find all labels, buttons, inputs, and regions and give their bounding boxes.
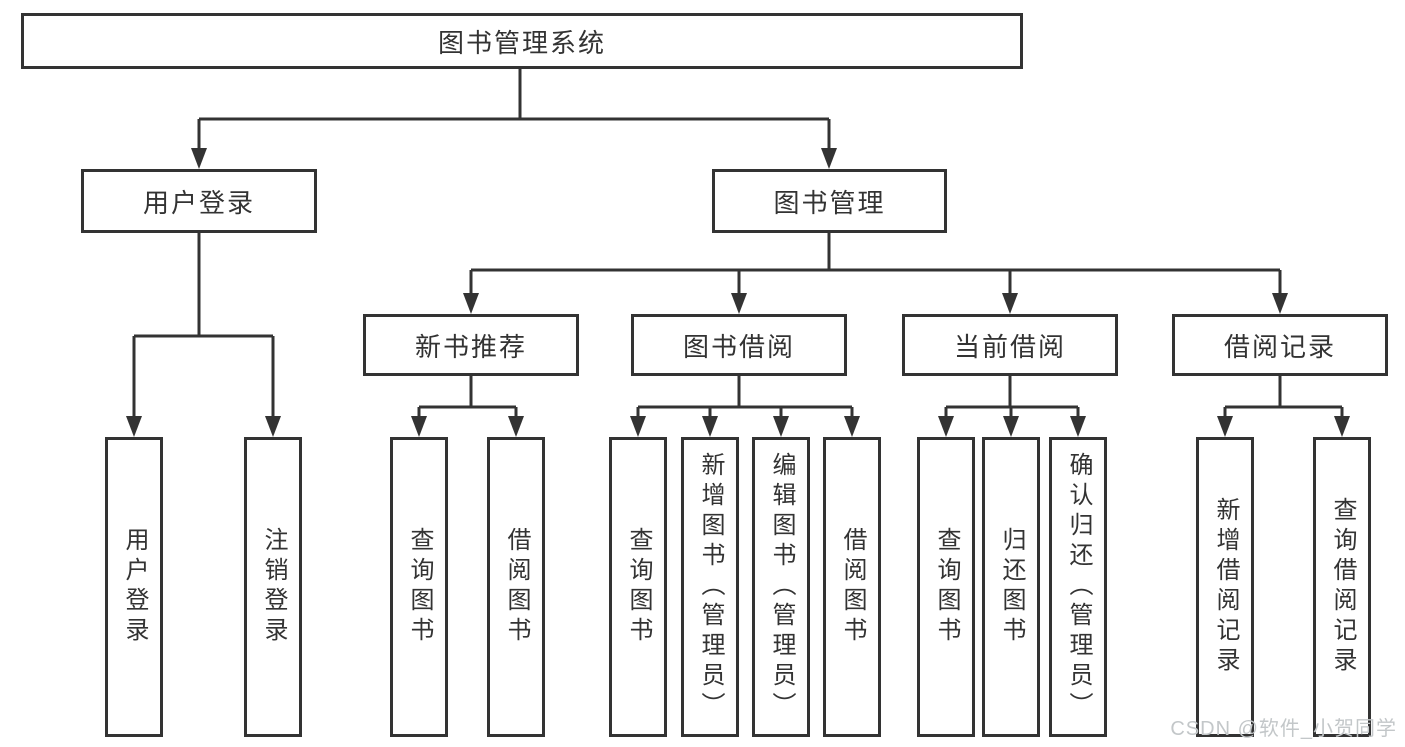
leaf-nb-query-books-label: 查询图书 [406,527,433,647]
leaf-nb-borrow-books-label: 借阅图书 [503,527,530,647]
leaf-br-query-record: 查询借阅记录 [1313,437,1371,737]
node-book-management-label: 图书管理 [773,187,886,218]
leaf-br-query-record-label: 查询借阅记录 [1329,497,1356,677]
leaf-cb-confirm-return-label: 确认归还（管理员） [1065,452,1092,722]
leaf-cb-query-books: 查询图书 [917,437,975,737]
node-current-borrow-label: 当前借阅 [953,331,1066,362]
node-root: 图书管理系统 [21,13,1023,69]
node-new-book-recommend: 新书推荐 [363,314,579,376]
leaf-bb-borrow-books: 借阅图书 [823,437,881,737]
leaf-user-login: 用户登录 [105,437,163,737]
leaf-cb-return-books: 归还图书 [982,437,1040,737]
node-book-borrow-label: 图书借阅 [682,331,795,362]
node-book-management: 图书管理 [712,169,947,233]
leaf-nb-borrow-books: 借阅图书 [487,437,545,737]
node-book-borrow: 图书借阅 [631,314,847,376]
leaf-br-add-record: 新增借阅记录 [1196,437,1254,737]
leaf-bb-borrow-books-label: 借阅图书 [839,527,866,647]
node-borrow-records: 借阅记录 [1172,314,1388,376]
leaf-bb-add-books: 新增图书（管理员） [681,437,739,737]
leaf-bb-add-books-label: 新增图书（管理员） [697,452,724,722]
leaf-bb-edit-books: 编辑图书（管理员） [752,437,810,737]
leaf-cb-return-books-label: 归还图书 [998,527,1025,647]
leaf-bb-edit-books-label: 编辑图书（管理员） [768,452,795,722]
node-current-borrow: 当前借阅 [902,314,1118,376]
node-user-login-label: 用户登录 [142,187,255,218]
leaf-logout-label: 注销登录 [260,527,287,647]
node-new-book-recommend-label: 新书推荐 [414,331,527,362]
leaf-cb-query-books-label: 查询图书 [933,527,960,647]
node-user-login: 用户登录 [81,169,317,233]
node-borrow-records-label: 借阅记录 [1223,331,1336,362]
leaf-br-add-record-label: 新增借阅记录 [1212,497,1239,677]
leaf-user-login-label: 用户登录 [121,527,148,647]
leaf-nb-query-books: 查询图书 [390,437,448,737]
leaf-bb-query-books-label: 查询图书 [625,527,652,647]
leaf-logout: 注销登录 [244,437,302,737]
node-root-label: 图书管理系统 [437,27,606,58]
watermark: CSDN @软件_小贺同学 [1170,718,1397,740]
leaf-bb-query-books: 查询图书 [609,437,667,737]
leaf-cb-confirm-return: 确认归还（管理员） [1049,437,1107,737]
